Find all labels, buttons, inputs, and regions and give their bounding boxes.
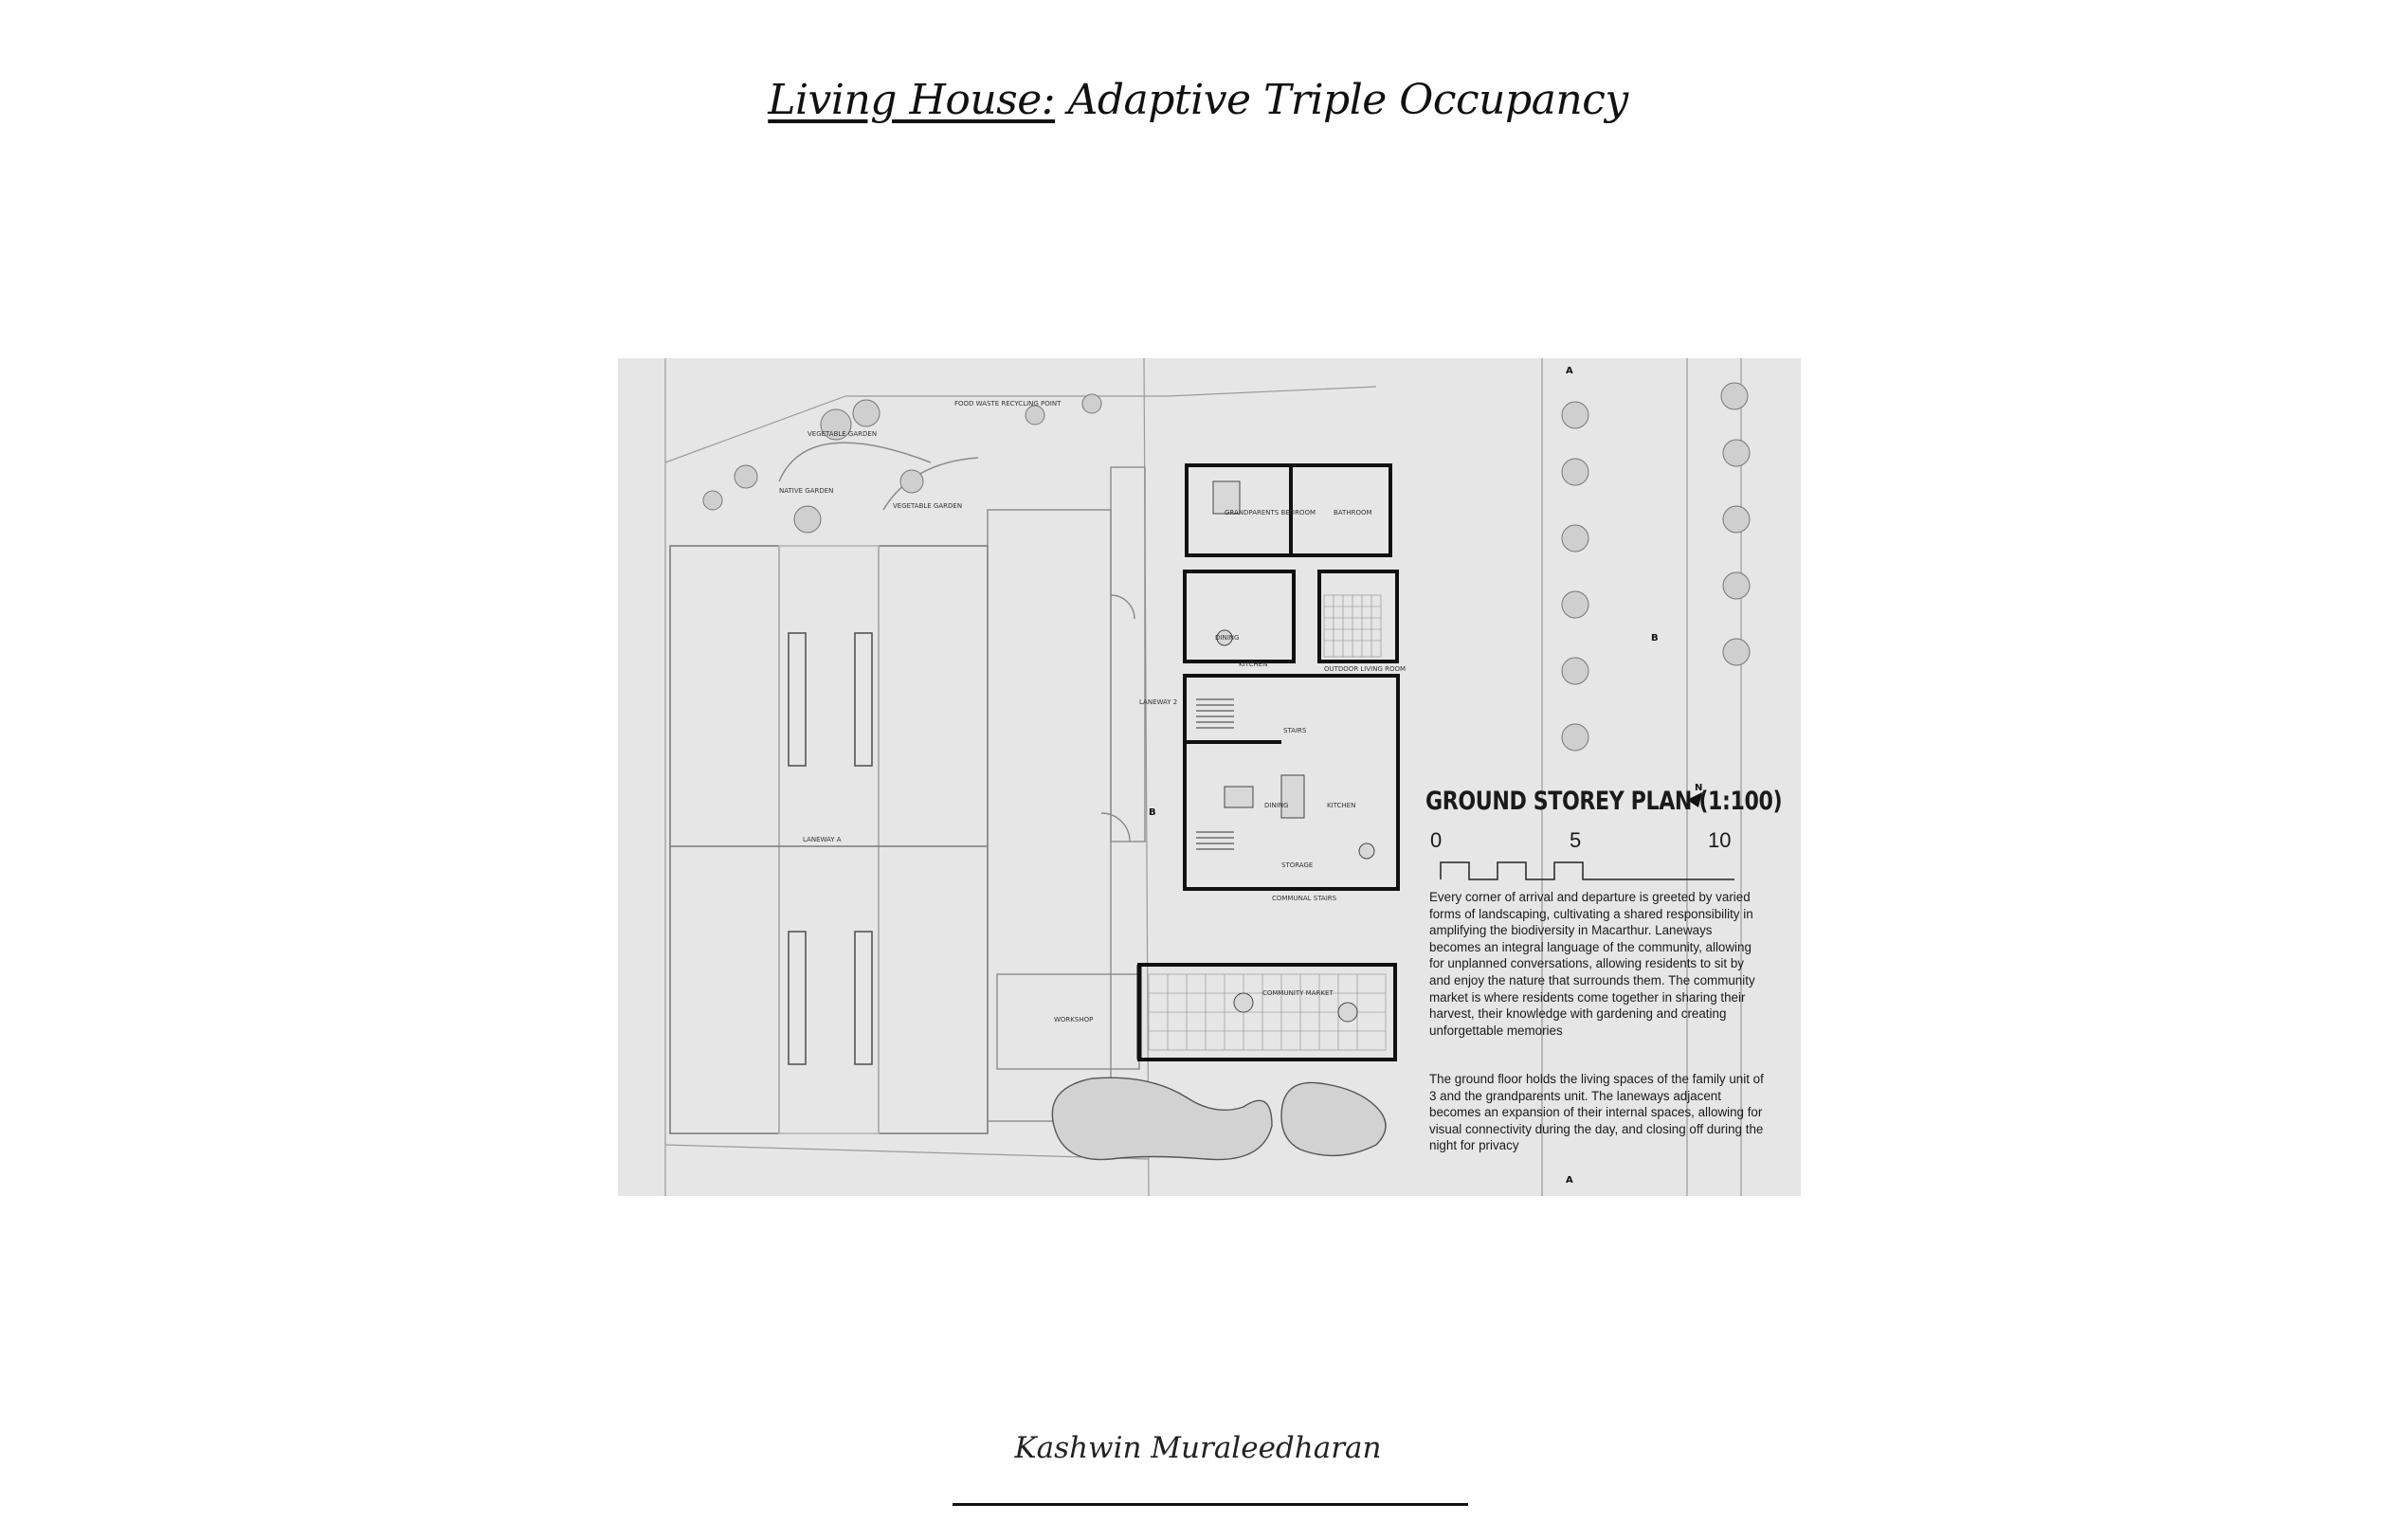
scale-bar <box>1440 861 1734 880</box>
label-kitchen-2: KITCHEN <box>1327 802 1355 809</box>
label-grandparents-bedroom: GRANDPARENTS BEDROOM <box>1225 509 1316 516</box>
label-stairs-1: STAIRS <box>1283 727 1307 734</box>
label-veg-garden-1: VEGETABLE GARDEN <box>808 430 877 438</box>
label-dining-2: DINING <box>1264 802 1288 809</box>
north-arrow-icon <box>1687 792 1702 807</box>
floor-plan-sheet: FOOD WASTE RECYCLING POINT VEGETABLE GAR… <box>618 358 1801 1196</box>
label-storage: STORAGE <box>1281 861 1313 869</box>
author-name: Kashwin Muraleedharan <box>1014 1431 1382 1465</box>
section-mark-a-bottom: A <box>1566 1175 1573 1186</box>
laneway-a-blocks <box>669 545 989 1134</box>
floor-plan-drawing: FOOD WASTE RECYCLING POINT VEGETABLE GAR… <box>664 358 1751 1196</box>
label-laneway-a: LANEWAY A <box>803 836 842 843</box>
label-laneway-2: LANEWAY 2 <box>1139 698 1177 706</box>
title-rest: Adaptive Triple Occupancy <box>1055 76 1629 124</box>
tiled-floors <box>1148 594 1387 1051</box>
label-dining-1: DINING <box>1215 634 1239 642</box>
section-mark-b-right: B <box>1651 633 1659 643</box>
plan-heading: GROUND STOREY PLAN (1:100) <box>1425 787 1783 816</box>
label-native-garden: NATIVE GARDEN <box>779 487 833 495</box>
label-food-waste: FOOD WASTE RECYCLING POINT <box>954 400 1062 408</box>
scale-mark-0: 0 <box>1430 828 1443 852</box>
label-veg-garden-2: VEGETABLE GARDEN <box>893 502 962 510</box>
middle-blocks <box>987 466 1146 1122</box>
page-title: Living House: Adaptive Triple Occupancy <box>0 76 2396 124</box>
label-bathroom: BATHROOM <box>1334 509 1372 516</box>
section-mark-a-top: A <box>1566 366 1573 376</box>
section-mark-b-left: B <box>1149 807 1156 818</box>
label-kitchen-1: KITCHEN <box>1239 661 1267 668</box>
curved-path <box>778 442 932 482</box>
label-outdoor-living: OUTDOOR LIVING ROOM <box>1324 665 1406 673</box>
curved-path-2 <box>882 457 979 511</box>
house-walls <box>1136 463 1400 1061</box>
bottom-gardens <box>1051 1077 1387 1161</box>
label-community-market: COMMUNITY MARKET <box>1262 989 1334 997</box>
north-label: N <box>1695 783 1703 793</box>
title-underlined: Living House: <box>768 76 1056 124</box>
furniture <box>1212 480 1375 1023</box>
footer-rule <box>953 1503 1468 1506</box>
label-workshop: WORKSHOP <box>1054 1016 1093 1024</box>
label-communal-stairs: COMMUNAL STAIRS <box>1272 895 1337 902</box>
scale-mark-5: 5 <box>1570 828 1582 852</box>
plan-description-2: The ground floor holds the living spaces… <box>1429 1072 1764 1153</box>
stairs <box>1196 698 1234 850</box>
landscape-trees <box>702 382 1751 752</box>
scale-mark-10: 10 <box>1708 828 1732 852</box>
plan-description-1: Every corner of arrival and departure is… <box>1429 890 1755 1038</box>
